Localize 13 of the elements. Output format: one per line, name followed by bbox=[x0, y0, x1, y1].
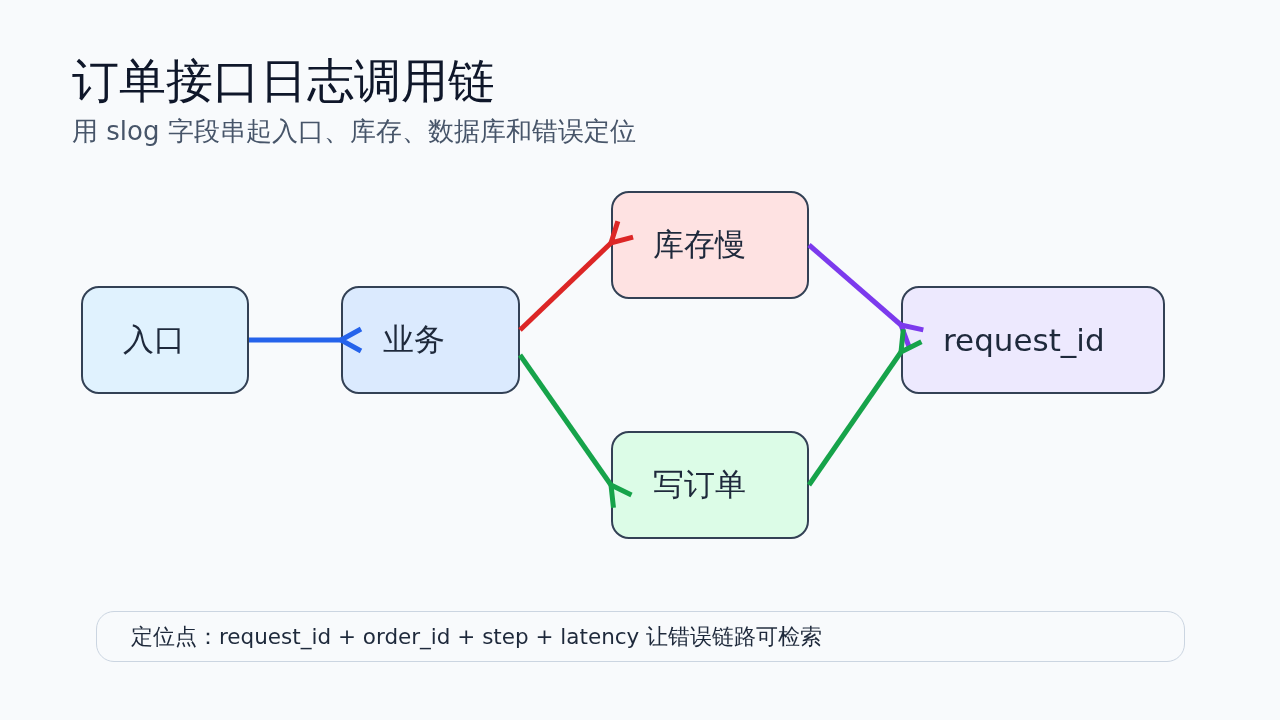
title: 订单接口日志调用链 bbox=[72, 52, 495, 110]
process-box: 入口 bbox=[81, 286, 249, 394]
process-box: 业务 bbox=[341, 286, 520, 394]
process-box: request_id bbox=[901, 286, 1165, 394]
connector bbox=[517, 353, 634, 511]
process-box: 库存慢 bbox=[611, 191, 809, 299]
connector bbox=[518, 218, 636, 332]
connector bbox=[249, 326, 364, 354]
note-box: 定位点：request_id + order_id + step + latency 让错误链路可检索 bbox=[96, 611, 1185, 662]
process-box: 写订单 bbox=[611, 431, 809, 539]
subtitle: 用 slog 字段串起入口、库存、数据库和错误定位 bbox=[72, 115, 636, 147]
connector bbox=[807, 243, 926, 349]
connector bbox=[806, 326, 924, 487]
